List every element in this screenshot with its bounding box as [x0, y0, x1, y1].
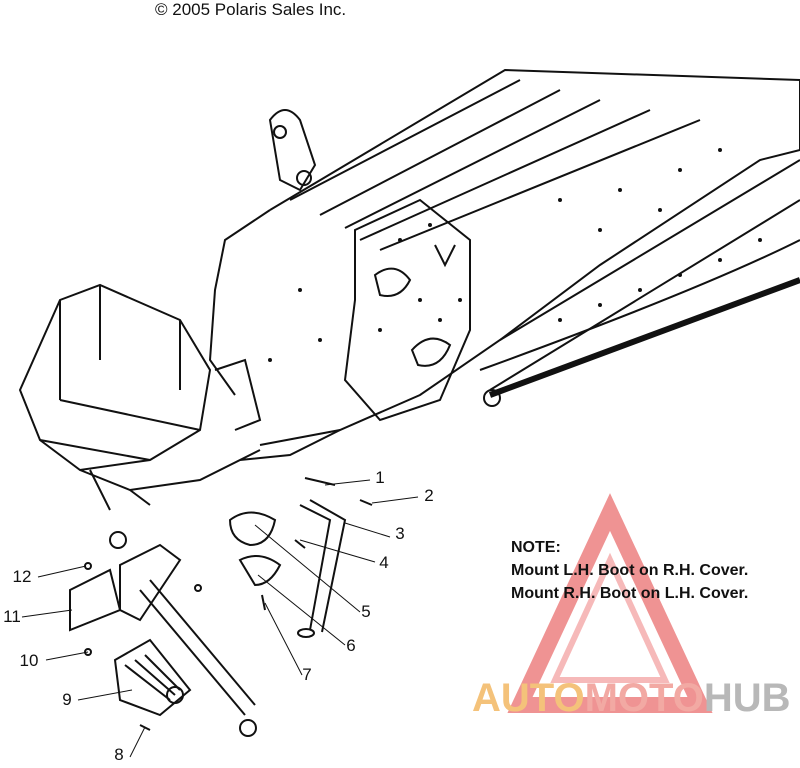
callout-3: 3: [395, 524, 405, 543]
callout-9: 9: [62, 690, 72, 709]
mounting-note: NOTE: Mount L.H. Boot on R.H. Cover. Mou…: [511, 536, 748, 605]
callout-5: 5: [361, 602, 371, 621]
hose-tube: [297, 499, 347, 638]
note-line-1: Mount L.H. Boot on R.H. Cover.: [511, 562, 749, 579]
callout-4: 4: [379, 553, 389, 572]
note-title: NOTE:: [511, 539, 561, 556]
callout-12: 12: [12, 567, 32, 586]
watermark-part-moto: MOTO: [584, 676, 704, 720]
chassis-tunnel: [18, 68, 800, 511]
rubber-boot: [113, 638, 192, 717]
cover-plate: [69, 543, 182, 632]
callout-7: 7: [302, 665, 312, 684]
watermark-part-auto: AUTO: [472, 676, 585, 720]
steering-post-assembly: [109, 531, 257, 737]
watermark-part-hub: HUB: [703, 676, 791, 720]
callout-8: 8: [114, 745, 124, 764]
callout-2: 2: [424, 486, 434, 505]
copyright-text: © 2005 Polaris Sales Inc.: [155, 0, 347, 19]
callout-leader-lines: [21, 479, 419, 758]
callout-10: 10: [19, 651, 39, 670]
watermark-triangle-logo-icon: [507, 493, 713, 713]
callout-11: 11: [3, 607, 21, 626]
clamps-and-fasteners: [84, 477, 373, 731]
callout-1: 1: [375, 468, 385, 487]
note-line-2: Mount R.H. Boot on L.H. Cover.: [511, 585, 749, 602]
callout-6: 6: [346, 636, 356, 655]
watermark-text: AUTOMOTOHUB: [472, 676, 791, 721]
